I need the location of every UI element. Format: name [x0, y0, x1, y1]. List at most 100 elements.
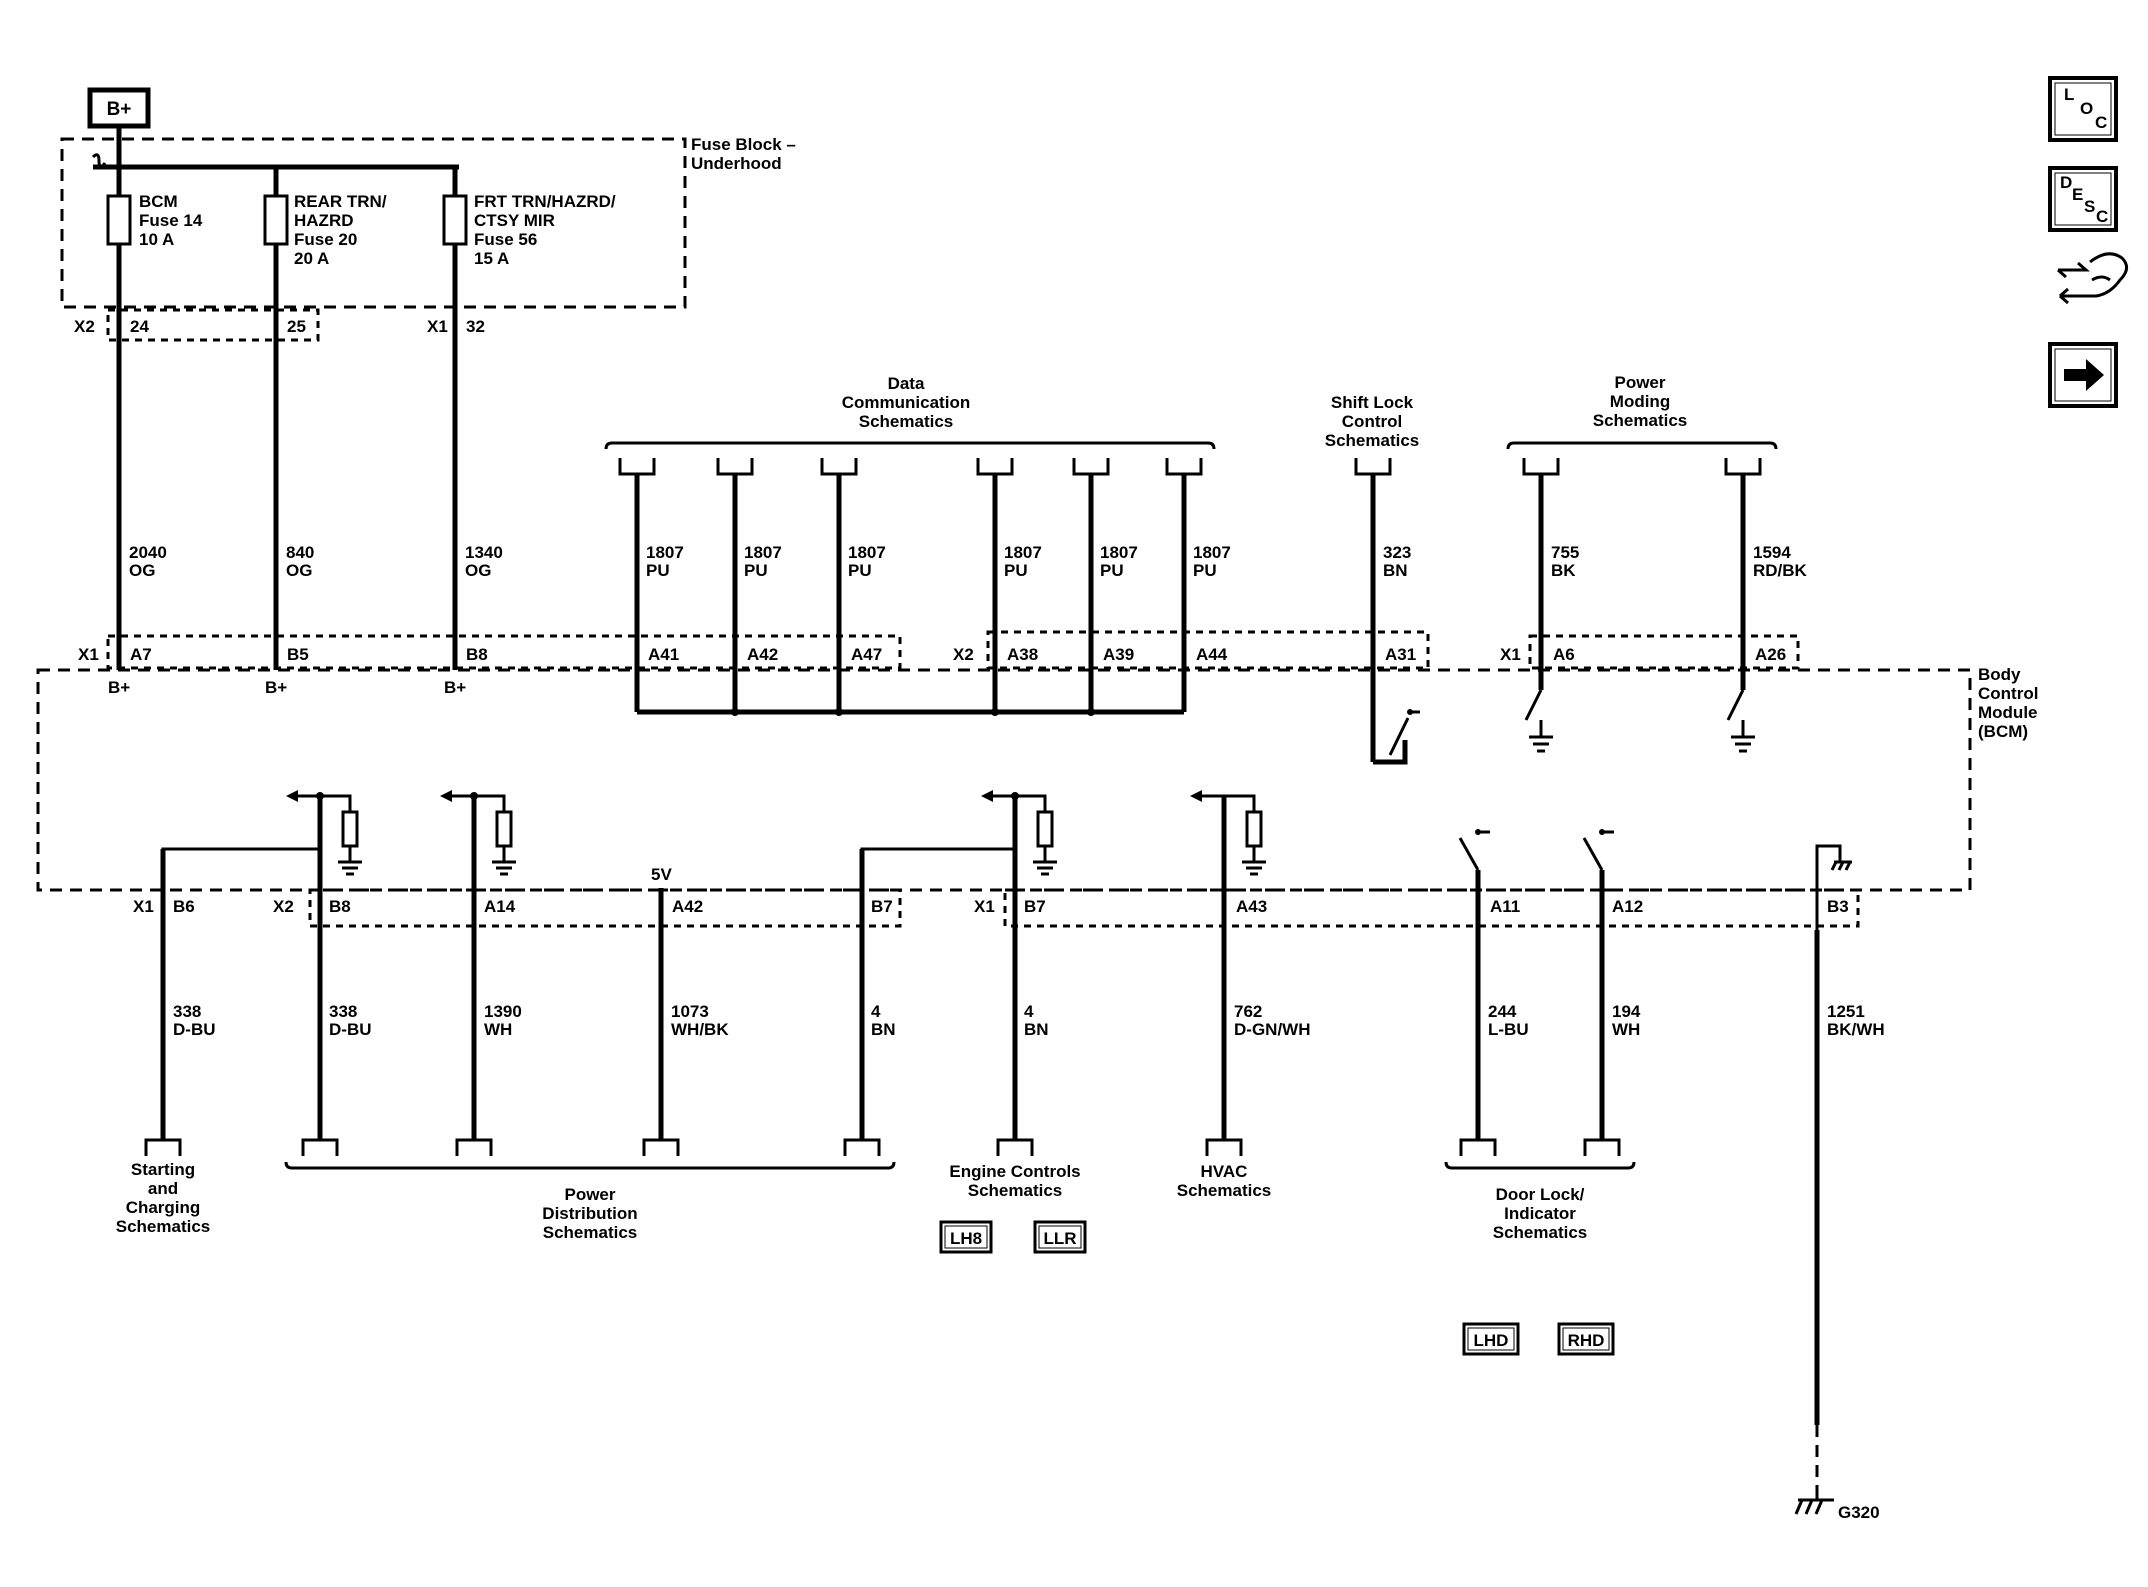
svg-text:A38: A38: [1007, 645, 1038, 664]
fuse-block-title-2: Underhood: [691, 154, 782, 173]
svg-text:A7: A7: [130, 645, 152, 664]
svg-text:Communication: Communication: [842, 393, 970, 412]
svg-text:Fuse 20: Fuse 20: [294, 230, 357, 249]
svg-text:BK: BK: [1551, 561, 1576, 580]
svg-text:BN: BN: [1024, 1020, 1049, 1039]
svg-text:X1: X1: [974, 897, 995, 916]
svg-text:338: 338: [173, 1002, 201, 1021]
ground-g320: G320: [1794, 1490, 1880, 1522]
svg-text:PU: PU: [744, 561, 768, 580]
fuse-14-label: BCM Fuse 14 10 A: [139, 192, 203, 249]
fuse-block-title-1: Fuse Block –: [691, 135, 796, 154]
svg-text:FRT TRN/HAZRD/: FRT TRN/HAZRD/: [474, 192, 616, 211]
svg-text:Starting: Starting: [131, 1160, 195, 1179]
fuse-conn-x2: X2: [74, 317, 95, 336]
svg-text:1251: 1251: [1827, 1002, 1865, 1021]
bcm-output-b8-x2: [161, 790, 362, 876]
battery-label: B+: [107, 99, 132, 120]
svg-text:PU: PU: [646, 561, 670, 580]
svg-text:LLR: LLR: [1043, 1229, 1076, 1248]
svg-text:Schematics: Schematics: [543, 1223, 638, 1242]
svg-text:A11: A11: [1490, 897, 1520, 916]
svg-text:B6: B6: [173, 897, 195, 916]
loc-icon: L O C: [2064, 85, 2107, 132]
svg-text:OG: OG: [465, 561, 491, 580]
badge-lh8[interactable]: LH8: [939, 1220, 993, 1254]
svg-text:Schematics: Schematics: [968, 1181, 1063, 1200]
bcm-chassis-ground: [1815, 844, 1852, 930]
badge-rhd[interactable]: RHD: [1557, 1322, 1615, 1356]
svg-text:WH: WH: [1612, 1020, 1640, 1039]
desc-icon: D E S C: [2060, 173, 2108, 226]
next-button[interactable]: [2048, 342, 2118, 408]
fuse-pin-32: 32: [466, 317, 485, 336]
svg-text:WH/BK: WH/BK: [671, 1020, 729, 1039]
svg-text:Schematics: Schematics: [1325, 431, 1420, 450]
svg-text:A26: A26: [1755, 645, 1786, 664]
svg-text:L: L: [2064, 85, 2074, 104]
svg-text:Schematics: Schematics: [859, 412, 954, 431]
svg-text:X2: X2: [273, 897, 294, 916]
svg-text:A42: A42: [672, 897, 703, 916]
svg-text:Module: Module: [1978, 703, 2038, 722]
svg-text:A6: A6: [1553, 645, 1575, 664]
svg-text:X1: X1: [1500, 645, 1521, 664]
svg-text:B5: B5: [287, 645, 309, 664]
svg-text:A39: A39: [1103, 645, 1134, 664]
svg-text:194: 194: [1612, 1002, 1641, 1021]
bcm-output-b7: [860, 790, 1057, 876]
svg-text:755: 755: [1551, 543, 1579, 562]
svg-text:D-BU: D-BU: [173, 1020, 216, 1039]
svg-text:D-GN/WH: D-GN/WH: [1234, 1020, 1310, 1039]
bplus-label-1: B+: [108, 678, 130, 697]
fuse-conn-x1: X1: [427, 317, 448, 336]
fuse-pin-24: 24: [130, 317, 149, 336]
svg-text:B7: B7: [1024, 897, 1046, 916]
svg-text:A44: A44: [1196, 645, 1228, 664]
svg-text:A31: A31: [1385, 645, 1416, 664]
svg-text:WH: WH: [484, 1020, 512, 1039]
svg-text:Schematics: Schematics: [116, 1217, 211, 1236]
connector-button[interactable]: [2057, 252, 2128, 305]
top-connector-stubs: [618, 458, 1762, 476]
svg-text:Power: Power: [564, 1185, 615, 1204]
ref-power-moding: Power Moding Schematics: [1506, 373, 1778, 450]
bus-junction-dots: [731, 708, 1095, 716]
svg-text:D-BU: D-BU: [329, 1020, 372, 1039]
svg-text:B7: B7: [871, 897, 893, 916]
svg-text:X2: X2: [953, 645, 974, 664]
badge-lhd[interactable]: LHD: [1462, 1322, 1520, 1356]
voltage-5v-label: 5V: [651, 865, 672, 884]
bottom-connector-stubs: [144, 1138, 1621, 1156]
fuse-20-label: REAR TRN/ HAZRD Fuse 20 20 A: [294, 192, 387, 268]
svg-text:HAZRD: HAZRD: [294, 211, 354, 230]
power-moding-switch-a6: [1524, 689, 1553, 753]
svg-text:1807: 1807: [744, 543, 782, 562]
svg-text:A42: A42: [747, 645, 778, 664]
svg-text:A41: A41: [648, 645, 679, 664]
svg-text:Power: Power: [1614, 373, 1665, 392]
door-lock-switch-a11: [1458, 829, 1490, 871]
fuse-block-underhood: Fuse Block – Underhood BCM Fuse 14 10 A …: [60, 135, 796, 342]
power-moding-switch-a26: [1726, 689, 1755, 753]
svg-text:762: 762: [1234, 1002, 1262, 1021]
svg-text:Indicator: Indicator: [1504, 1204, 1576, 1223]
svg-text:RHD: RHD: [1568, 1331, 1605, 1350]
bcm-output-a43: [1190, 790, 1266, 876]
svg-text:BN: BN: [1383, 561, 1408, 580]
svg-text:Engine Controls: Engine Controls: [949, 1162, 1080, 1181]
badge-llr[interactable]: LLR: [1033, 1220, 1087, 1254]
ref-engine-controls: Engine Controls Schematics: [949, 1162, 1080, 1200]
description-button[interactable]: D E S C: [2048, 166, 2118, 232]
svg-text:B8: B8: [329, 897, 351, 916]
svg-text:1807: 1807: [1100, 543, 1138, 562]
bcm-top-connectors: X1 A7 B5 B8 A41 A42 A47 X2 A38 A39 A44 A…: [78, 630, 1800, 670]
svg-text:1807: 1807: [1193, 543, 1231, 562]
svg-text:REAR TRN/: REAR TRN/: [294, 192, 387, 211]
svg-text:20 A: 20 A: [294, 249, 329, 268]
svg-text:1073: 1073: [671, 1002, 709, 1021]
svg-text:O: O: [2080, 99, 2093, 118]
svg-text:OG: OG: [286, 561, 312, 580]
location-button[interactable]: L O C: [2048, 76, 2118, 142]
